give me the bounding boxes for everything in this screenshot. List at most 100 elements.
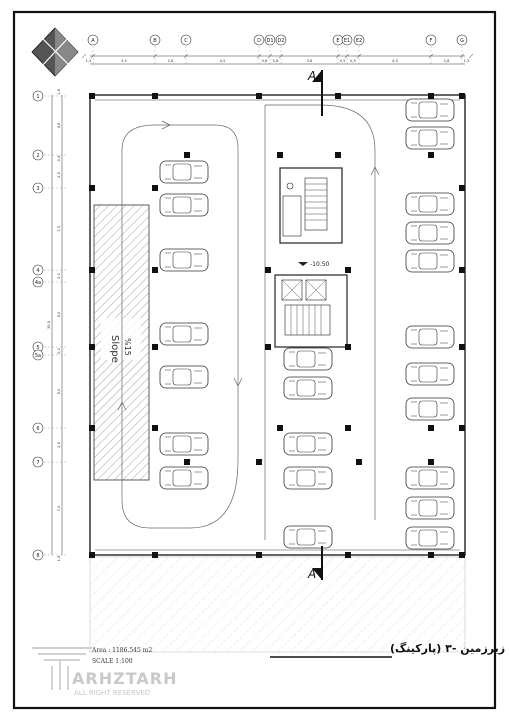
structural-column <box>277 152 283 158</box>
structural-column <box>277 425 283 431</box>
structural-columns <box>89 93 465 558</box>
grid-row-label: 1 <box>36 94 39 100</box>
row-dimension: 4,6 <box>57 122 61 128</box>
structural-column <box>345 267 351 273</box>
structural-column <box>335 152 341 158</box>
structural-column <box>428 459 434 465</box>
grid-row-label: 6 <box>36 426 39 432</box>
grid-bubble-col-D <box>253 34 265 46</box>
column-dimension: 0,5 <box>350 59 356 63</box>
grid-bubble-col-C <box>180 34 192 46</box>
grid-row-label: 8 <box>36 553 39 559</box>
structural-column <box>256 93 262 99</box>
parked-car-12 <box>283 525 333 549</box>
parked-car-15 <box>405 192 455 216</box>
grid-row-label: 5a <box>35 353 41 359</box>
column-dimension: 0,5 <box>340 59 346 63</box>
grid-bubble-row-3 <box>32 182 44 194</box>
column-dimension: 4,5 <box>220 59 226 63</box>
parking-spaces <box>159 98 455 550</box>
grid-bubble-col-E1 <box>341 34 353 46</box>
grid-bubble-row-2 <box>32 149 44 161</box>
level-value: -10.50 <box>310 261 330 268</box>
parked-car-10 <box>283 432 333 456</box>
structural-column <box>265 344 271 350</box>
structural-column <box>265 267 271 273</box>
structural-column <box>152 267 158 273</box>
column-dimension: 1,5 <box>464 59 470 63</box>
grid-bubble-col-E2 <box>353 34 365 46</box>
structural-column <box>428 152 434 158</box>
grid-bubble-col-D1 <box>264 34 276 46</box>
structural-column <box>356 459 362 465</box>
column-dimension: 2,8 <box>444 59 450 63</box>
parked-car-5 <box>159 365 209 389</box>
column-dimension: 3,8 <box>307 59 313 63</box>
structural-column <box>428 552 434 558</box>
left-dimension-line <box>51 95 63 555</box>
column-dimension: 3,5 <box>121 59 127 63</box>
stair-core-lower <box>274 274 348 348</box>
parked-car-21 <box>405 466 455 490</box>
stair-core-upper <box>279 167 343 244</box>
column-dimension: 1,5 <box>86 59 92 63</box>
grid-row-label: 5 <box>36 345 39 351</box>
structural-column <box>152 344 158 350</box>
structural-column <box>152 185 158 191</box>
row-dimension: 5,0 <box>57 311 61 317</box>
structural-column <box>459 93 465 99</box>
parked-car-11 <box>283 466 333 490</box>
grid-bubble-col-B <box>149 34 161 46</box>
parked-car-3 <box>159 248 209 272</box>
grid-col-label: C <box>184 38 188 44</box>
structural-column <box>256 459 262 465</box>
grid-bubble-col-G <box>456 34 468 46</box>
structural-column <box>459 267 465 273</box>
structural-column <box>459 425 465 431</box>
structural-column <box>345 552 351 558</box>
row-dimension: 5,0 <box>57 388 61 394</box>
column-dimension: 0,8 <box>273 59 279 63</box>
structural-column <box>89 185 95 191</box>
grid-bubble-row-4 <box>32 264 44 276</box>
column-dimension: 4,5 <box>392 59 398 63</box>
yard-hatch <box>89 556 466 653</box>
parked-car-7 <box>159 466 209 490</box>
parked-car-4 <box>159 322 209 346</box>
grid-row-label: 3 <box>36 186 39 192</box>
circulation-path <box>121 104 376 540</box>
structural-column <box>428 425 434 431</box>
structural-column <box>152 93 158 99</box>
parked-car-18 <box>405 325 455 349</box>
grid-col-label: D <box>257 38 261 44</box>
structural-column <box>152 552 158 558</box>
row-dimension: 7,3 <box>57 226 61 232</box>
parked-car-23 <box>405 526 455 550</box>
structural-column <box>256 552 262 558</box>
row-dimension: 1,5 <box>57 556 61 562</box>
watermark-logo-icon <box>32 647 92 690</box>
grid-bubble-row-6 <box>32 422 44 434</box>
parked-car-14 <box>405 126 455 150</box>
grid-col-label: E <box>336 38 339 44</box>
parked-car-13 <box>405 98 455 122</box>
parked-car-1 <box>159 160 209 184</box>
row-dimension: 1,8 <box>57 88 61 94</box>
ramp-slope-percent: %15 <box>123 338 132 356</box>
plan-title: پلان زیرزمین -۳ (پارکینگ) <box>390 641 509 655</box>
parked-car-8 <box>283 347 333 371</box>
section-marker-top: A <box>307 69 316 83</box>
structural-column <box>345 344 351 350</box>
circulation-arrows <box>117 120 380 411</box>
parked-car-6 <box>159 432 209 456</box>
grid-col-label: F <box>430 38 433 44</box>
structural-column <box>459 344 465 350</box>
parked-car-2 <box>159 193 209 217</box>
top-dimension-line <box>90 55 465 65</box>
grid-col-label: A <box>91 38 95 44</box>
parked-car-19 <box>405 362 455 386</box>
sheet-frame <box>12 10 497 710</box>
level-mark: -10.50 <box>298 261 330 268</box>
structural-column <box>89 552 95 558</box>
